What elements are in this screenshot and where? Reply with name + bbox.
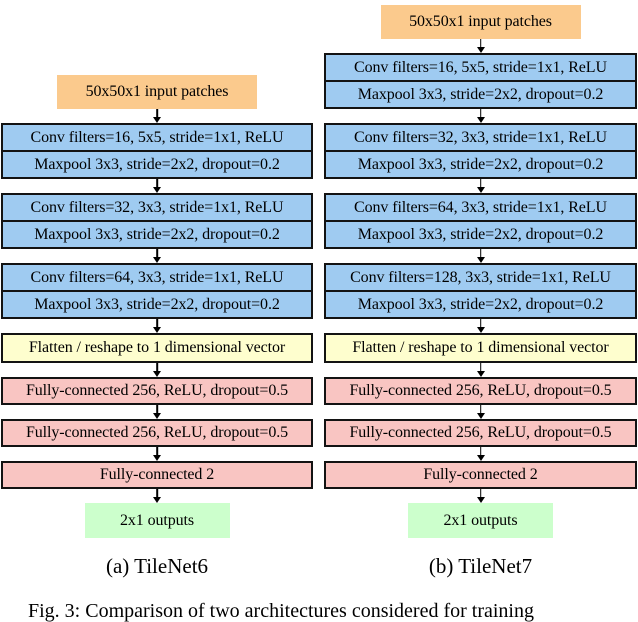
arrow-down-icon [475, 363, 486, 377]
arrow-down-icon [152, 447, 163, 461]
conv-layer-box: Conv filters=64, 3x3, stride=1x1, ReLU [1, 263, 313, 292]
figure-caption: Fig. 3: Comparison of two architectures … [28, 600, 534, 622]
conv-layer-box: Conv filters=128, 3x3, stride=1x1, ReLU [324, 263, 637, 292]
arrow-down-icon [475, 319, 486, 333]
arrow-down-icon [152, 405, 163, 419]
arrow-down-icon [152, 179, 163, 193]
fully-connected-box-2: Fully-connected 256, ReLU, dropout=0.5 [1, 419, 313, 447]
fully-connected-box-1: Fully-connected 256, ReLU, dropout=0.5 [324, 377, 637, 405]
arrow-down-icon [475, 39, 486, 53]
outputs-box: 2x1 outputs [408, 503, 553, 538]
outputs-box: 2x1 outputs [84, 503, 230, 538]
conv-block-1: Conv filters=16, 5x5, stride=1x1, ReLU M… [324, 53, 637, 109]
conv-layer-box: Conv filters=16, 5x5, stride=1x1, ReLU [324, 53, 637, 82]
fully-connected-box-2: Fully-connected 256, ReLU, dropout=0.5 [324, 419, 637, 447]
subfigure-caption-a: (a) TileNet6 [105, 554, 209, 578]
input-patches-box: 50x50x1 input patches [57, 75, 257, 109]
conv-layer-box: Conv filters=64, 3x3, stride=1x1, ReLU [324, 193, 637, 222]
conv-layer-box: Conv filters=16, 5x5, stride=1x1, ReLU [1, 123, 313, 152]
maxpool-layer-box: Maxpool 3x3, stride=2x2, dropout=0.2 [324, 220, 637, 249]
arrow-down-icon [475, 179, 486, 193]
arrow-down-icon [152, 319, 163, 333]
arrow-down-icon [152, 489, 163, 503]
conv-layer-box: Conv filters=32, 3x3, stride=1x1, ReLU [1, 193, 313, 222]
conv-block-2: Conv filters=32, 3x3, stride=1x1, ReLU M… [324, 123, 637, 179]
arrow-down-icon [475, 249, 486, 263]
fully-connected-box-3: Fully-connected 2 [324, 461, 637, 489]
conv-block-3: Conv filters=64, 3x3, stride=1x1, ReLU M… [324, 193, 637, 249]
tilenet6-diagram: 50x50x1 input patches Conv filters=16, 5… [1, 75, 313, 538]
conv-block-2: Conv filters=32, 3x3, stride=1x1, ReLU M… [1, 193, 313, 249]
maxpool-layer-box: Maxpool 3x3, stride=2x2, dropout=0.2 [324, 80, 637, 109]
maxpool-layer-box: Maxpool 3x3, stride=2x2, dropout=0.2 [1, 290, 313, 319]
arrow-down-icon [152, 363, 163, 377]
subfigure-caption-b: (b) TileNet7 [428, 554, 533, 578]
maxpool-layer-box: Maxpool 3x3, stride=2x2, dropout=0.2 [1, 220, 313, 249]
tilenet7-diagram: 50x50x1 input patches Conv filters=16, 5… [324, 5, 637, 538]
maxpool-layer-box: Maxpool 3x3, stride=2x2, dropout=0.2 [324, 290, 637, 319]
fully-connected-box-3: Fully-connected 2 [1, 461, 313, 489]
input-patches-box: 50x50x1 input patches [380, 5, 581, 39]
arrow-down-icon [475, 447, 486, 461]
conv-block-4: Conv filters=128, 3x3, stride=1x1, ReLU … [324, 263, 637, 319]
flatten-box: Flatten / reshape to 1 dimensional vecto… [324, 333, 637, 363]
flatten-box: Flatten / reshape to 1 dimensional vecto… [1, 333, 313, 363]
fully-connected-box-1: Fully-connected 256, ReLU, dropout=0.5 [1, 377, 313, 405]
conv-layer-box: Conv filters=32, 3x3, stride=1x1, ReLU [324, 123, 637, 152]
arrow-down-icon [152, 249, 163, 263]
conv-block-3: Conv filters=64, 3x3, stride=1x1, ReLU M… [1, 263, 313, 319]
arrow-down-icon [475, 489, 486, 503]
arrow-down-icon [152, 109, 163, 123]
arrow-down-icon [475, 109, 486, 123]
maxpool-layer-box: Maxpool 3x3, stride=2x2, dropout=0.2 [324, 150, 637, 179]
arrow-down-icon [475, 405, 486, 419]
conv-block-1: Conv filters=16, 5x5, stride=1x1, ReLU M… [1, 123, 313, 179]
maxpool-layer-box: Maxpool 3x3, stride=2x2, dropout=0.2 [1, 150, 313, 179]
